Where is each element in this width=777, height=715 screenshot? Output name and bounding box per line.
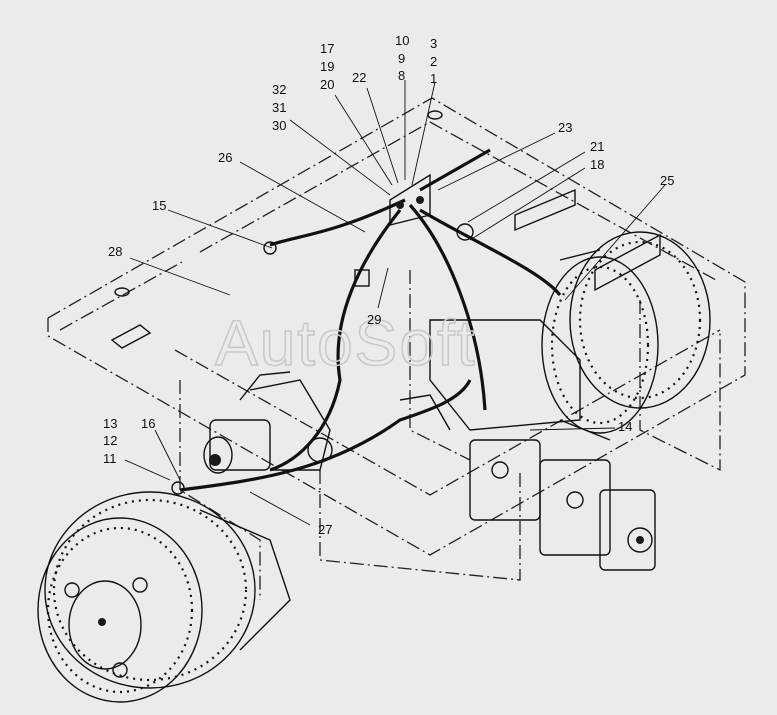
- callout-29: 29: [367, 312, 381, 327]
- callout-15: 15: [152, 198, 166, 213]
- watermark-text: AutoSoft: [215, 307, 477, 379]
- travel-motor-left: [203, 371, 333, 474]
- callout-9: 9: [398, 51, 405, 66]
- callout-19: 19: [320, 59, 334, 74]
- callout-30: 30: [272, 118, 286, 133]
- callout-22: 22: [352, 70, 366, 85]
- chassis-frame: [47, 97, 746, 600]
- callout-16: 16: [141, 416, 155, 431]
- callout-28: 28: [108, 244, 122, 259]
- final-drive-right: [541, 231, 711, 441]
- callout-32: 32: [272, 82, 286, 97]
- callout-2: 2: [430, 54, 437, 69]
- callout-14: 14: [618, 419, 632, 434]
- pump-assembly: [399, 319, 656, 571]
- callout-26: 26: [218, 150, 232, 165]
- callout-25: 25: [660, 173, 674, 188]
- callout-8: 8: [398, 68, 405, 83]
- hydraulic-hoses: [171, 148, 562, 495]
- callout-31: 31: [272, 100, 286, 115]
- callout-labels: 10 9 8 3 2 1 17 19 20 22 32 31 30 23 21 …: [103, 33, 674, 537]
- callout-13: 13: [103, 416, 117, 431]
- final-drive-left: [37, 491, 291, 703]
- callout-17: 17: [320, 41, 334, 56]
- callout-3: 3: [430, 36, 437, 51]
- callout-18: 18: [590, 157, 604, 172]
- callout-10: 10: [395, 33, 409, 48]
- callout-20: 20: [320, 77, 334, 92]
- callout-27: 27: [318, 522, 332, 537]
- callout-12: 12: [103, 433, 117, 448]
- callout-11: 11: [103, 451, 117, 466]
- callout-23: 23: [558, 120, 572, 135]
- leader-lines: [124, 80, 666, 526]
- callout-1: 1: [430, 71, 437, 86]
- callout-21: 21: [590, 139, 604, 154]
